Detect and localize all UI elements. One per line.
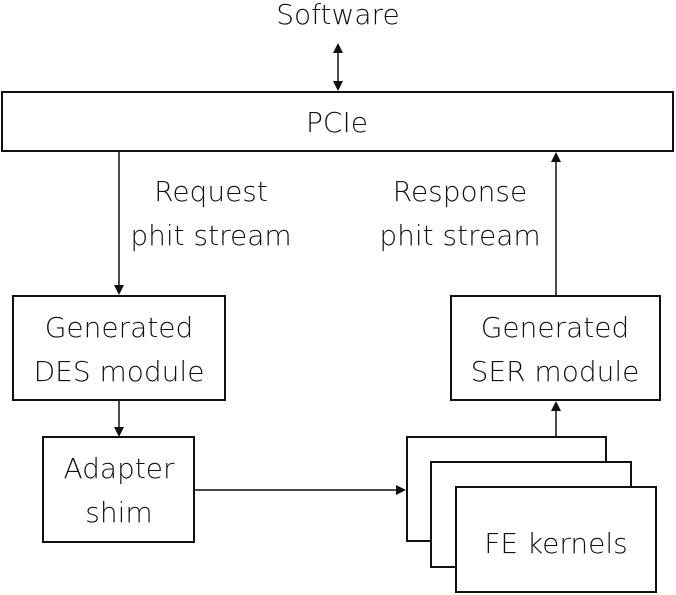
ser-module-label-line1: Generated <box>481 311 630 344</box>
fe-kernel-box-front <box>455 486 657 593</box>
response-stream-label-line1: Response <box>393 175 527 208</box>
adapter-shim-label-line2: shim <box>85 496 152 529</box>
response-stream-label-line2: phit stream <box>379 219 540 252</box>
software-pcie-arrow <box>333 43 343 91</box>
fe-kernels-label: FE kernels <box>484 527 628 560</box>
des-module-label-line1: Generated <box>45 311 194 344</box>
des-module-label-line2: DES module <box>34 355 205 388</box>
fe-kernels-stack: FE kernels <box>406 436 657 593</box>
des-module-block: Generated DES module <box>12 295 226 401</box>
adapter-shim-block: Adapter shim <box>42 436 195 543</box>
ser-module-label-line2: SER module <box>471 355 640 388</box>
pcie-label: PCIe <box>306 106 368 139</box>
software-label: Software <box>276 0 399 31</box>
kernels-ser-arrow <box>551 401 561 437</box>
pcie-block: PCIe <box>1 91 674 152</box>
ser-module-block: Generated SER module <box>450 295 661 401</box>
des-adapter-arrow <box>114 401 124 437</box>
request-stream-label-line2: phit stream <box>130 219 291 252</box>
request-arrow <box>114 152 124 295</box>
request-stream-label-line1: Request <box>154 175 268 208</box>
adapter-kernels-arrow <box>195 485 406 495</box>
adapter-shim-label-line1: Adapter <box>63 452 175 485</box>
response-arrow <box>551 152 561 295</box>
